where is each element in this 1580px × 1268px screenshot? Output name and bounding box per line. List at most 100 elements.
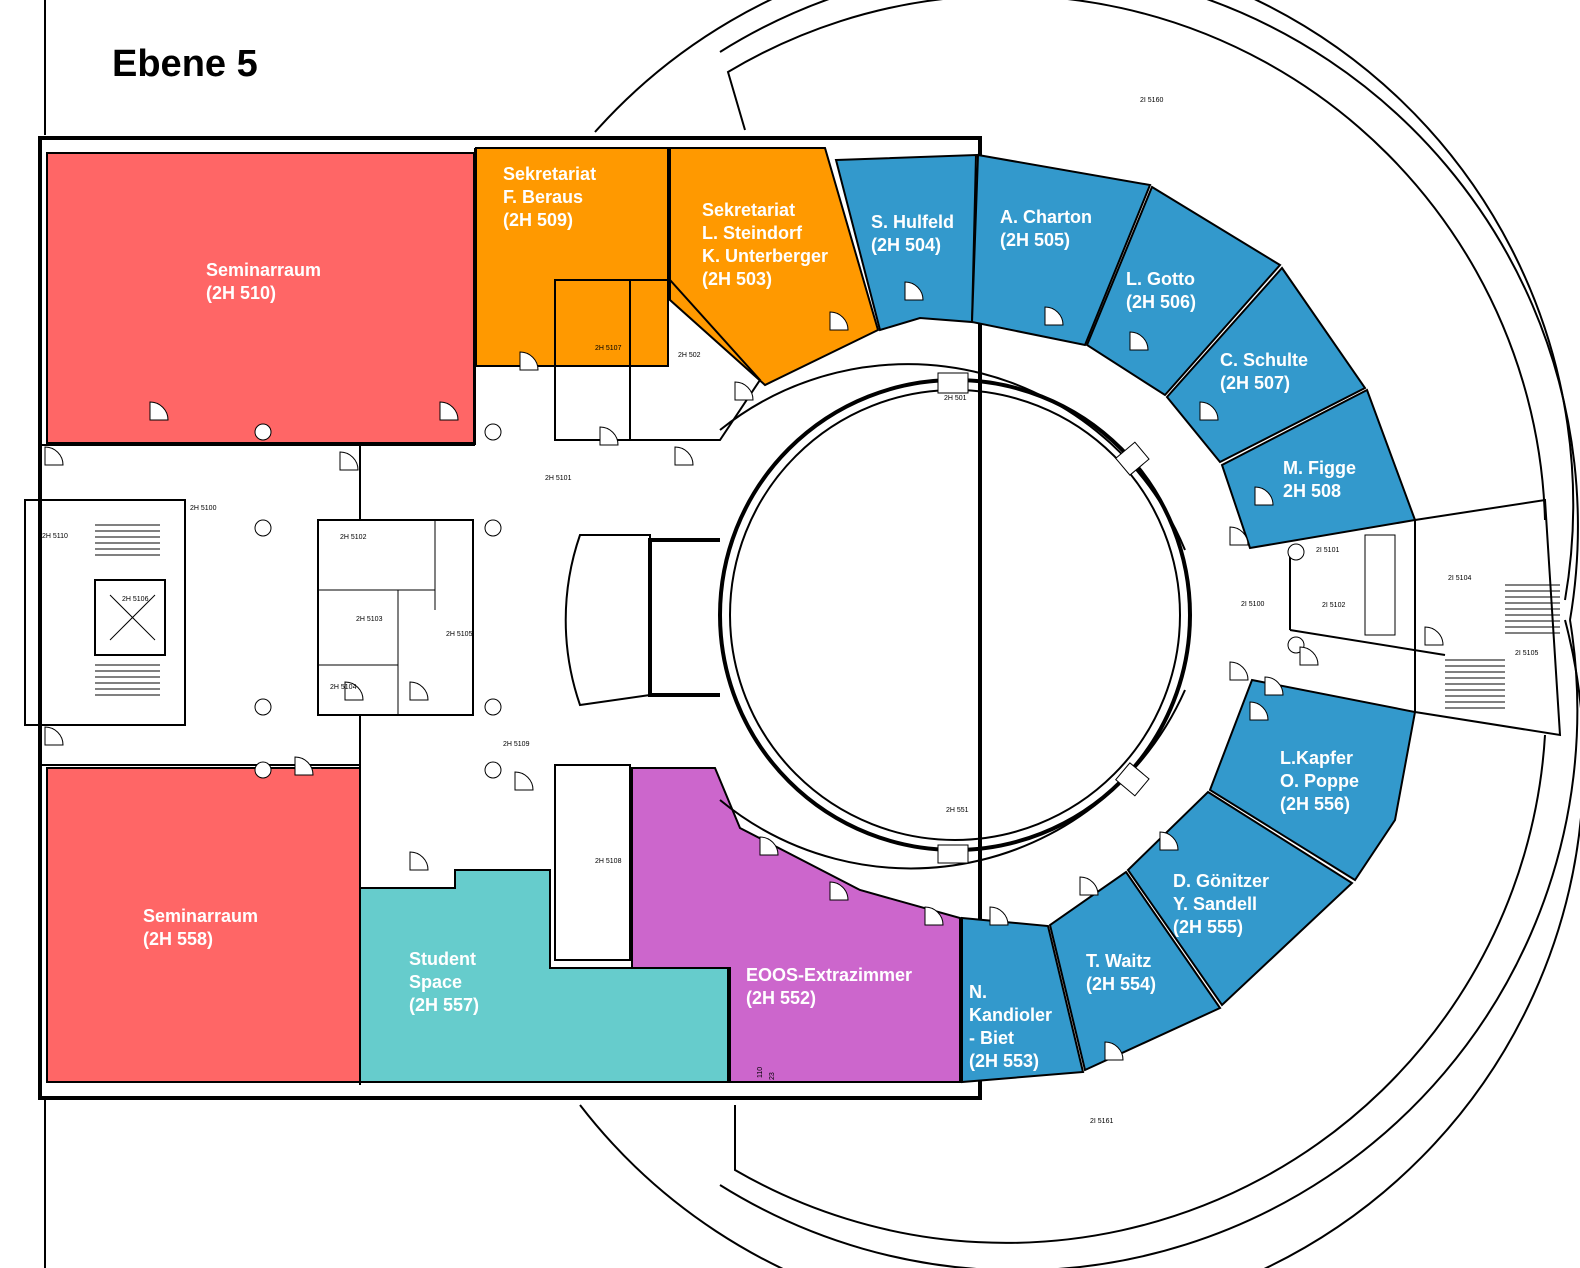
label-2h5100: 2H 5100: [190, 505, 217, 512]
door-swing: [1079, 876, 1099, 896]
stairs-left-top: [95, 524, 160, 556]
door-swing: [44, 446, 64, 466]
stairs-right: [1445, 584, 1560, 709]
door-swing: [409, 851, 429, 871]
room-label-line: (2H 554): [1086, 974, 1156, 994]
room-label-line: O. Poppe: [1280, 771, 1359, 791]
door-swing: [44, 726, 64, 746]
room-label-line: Seminarraum: [206, 260, 321, 280]
label-2h551: 2H 551: [946, 807, 969, 814]
label-2i5101: 2I 5101: [1316, 547, 1339, 554]
label-2h506: L. Gotto(2H 506): [1126, 269, 1196, 312]
door-swing: [1254, 486, 1274, 506]
label-2h505: A. Charton (2H 505): [1000, 207, 1092, 250]
room-label-line: A. Charton: [1000, 207, 1092, 227]
room-2h553[interactable]: [961, 916, 1085, 1084]
label-2h5109: 2H 5109: [503, 741, 530, 748]
room-2h503[interactable]: [669, 147, 880, 387]
core-wall2: [1289, 629, 1446, 656]
column: [484, 761, 502, 779]
label-2h5110: 2H 5110: [42, 533, 68, 540]
label-2h558: Seminarraum (2H 558): [143, 906, 258, 949]
column: [254, 698, 272, 716]
elevator-left: [94, 579, 166, 656]
room-label-line: T. Waitz: [1086, 951, 1151, 971]
door-swing: [439, 401, 459, 421]
core-right: [1414, 498, 1562, 737]
room-2h502: [629, 279, 762, 441]
window-box-tr: [1115, 441, 1150, 476]
room-label-line: (2H 506): [1126, 292, 1196, 312]
room-label-line: L.Kapfer: [1280, 748, 1353, 768]
door-swing: [674, 446, 694, 466]
elevator-x2: [109, 594, 156, 641]
door-swing: [409, 681, 429, 701]
outer-arc-4: [719, 619, 1579, 1268]
door-swing: [924, 906, 944, 926]
building-outline-left: [38, 136, 982, 1100]
room-2h5108: [554, 764, 631, 961]
door-swing: [1424, 626, 1444, 646]
room-2h555[interactable]: [1126, 790, 1354, 1007]
outer-arc-6: [734, 734, 1546, 1244]
label-2i5102: 2I 5102: [1322, 602, 1345, 609]
window-box-br: [1115, 762, 1150, 797]
room-label-line: (2H 507): [1220, 373, 1290, 393]
stairwell-left: [24, 499, 186, 726]
column: [484, 519, 502, 537]
door-swing: [1104, 1041, 1124, 1061]
room-2h558[interactable]: [46, 767, 361, 1083]
wc-block: [317, 519, 474, 716]
room-2h510[interactable]: [46, 152, 475, 444]
door-swing: [1159, 831, 1179, 851]
atrium-bay: [564, 534, 651, 707]
doors: [44, 281, 1444, 1061]
door-swing: [1249, 701, 1269, 721]
door-swing: [1229, 661, 1249, 681]
corridor-ring-outer-2: [719, 689, 1186, 870]
room-label-line: EOOS-Extrazimmer: [746, 965, 912, 985]
window-box-top: [937, 372, 969, 394]
room-label-line: (2H 505): [1000, 230, 1070, 250]
room-2h505[interactable]: [970, 153, 1152, 347]
door-swing: [149, 401, 169, 421]
room-label-line: (2H 558): [143, 929, 213, 949]
room-2h556[interactable]: [1208, 678, 1417, 882]
room-label-line: (2H 553): [969, 1051, 1039, 1071]
room-2h557[interactable]: [359, 869, 729, 1083]
room-2h508[interactable]: [1220, 388, 1417, 550]
floor-title: Ebene 5: [112, 43, 258, 85]
column: [1287, 543, 1305, 561]
room-label-line: S. Hulfeld: [871, 212, 954, 232]
door-swing: [1264, 676, 1284, 696]
atrium-inner: [729, 389, 1181, 841]
label-2h553: N.Kandioler- Biet(2H 553): [969, 982, 1052, 1071]
room-label-line: D. Gönitzer: [1173, 871, 1269, 891]
room-label-line: Sekretariat: [702, 200, 795, 220]
window-box-bottom: [937, 844, 969, 864]
room-label-line: L. Steindorf: [702, 223, 803, 243]
room-label-line: - Biet: [969, 1028, 1014, 1048]
label-2h554: T. Waitz (2H 554): [1086, 951, 1156, 994]
room-label-line: M. Figge: [1283, 458, 1356, 478]
label-2h5107: 2H 5107: [595, 345, 622, 352]
label-2i5105: 2I 5105: [1515, 650, 1538, 657]
room-label-line: (2H 510): [206, 283, 276, 303]
label-2i5160: 2I 5160: [1140, 97, 1163, 104]
room-2h554[interactable]: [1048, 870, 1222, 1072]
room-2h509[interactable]: [475, 147, 669, 367]
label-2h5102: 2H 5102: [340, 534, 367, 541]
atrium-bay-thick: [648, 538, 720, 697]
room-2h504[interactable]: [834, 153, 978, 332]
door-swing: [599, 426, 619, 446]
door-swing: [904, 281, 924, 301]
room-label-line: Seminarraum: [143, 906, 258, 926]
label-2h5104: 2H 5104: [330, 684, 357, 691]
label-2h5101: 2H 5101: [545, 475, 572, 482]
door-swing: [1229, 526, 1249, 546]
